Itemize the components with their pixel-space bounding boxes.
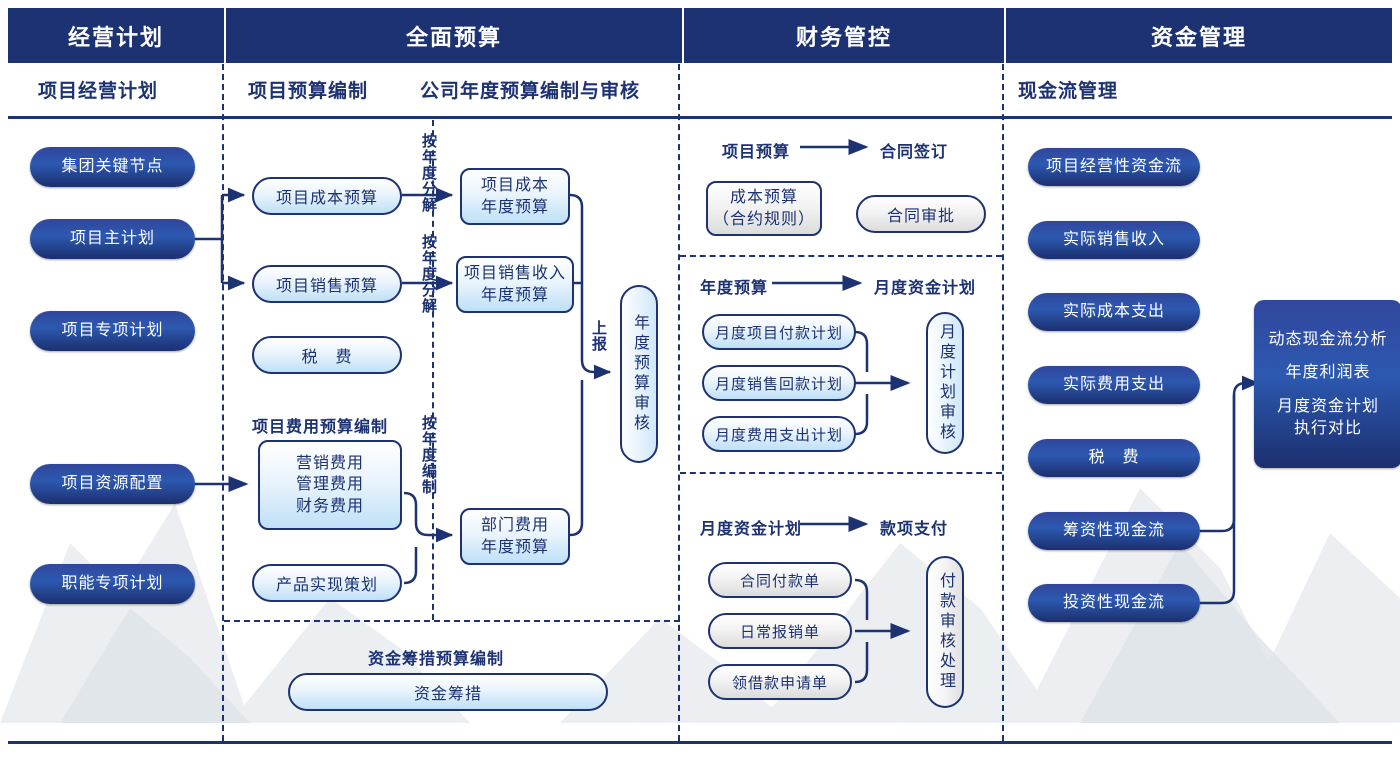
- header-bar: 经营计划 全面预算 财务管控 资金管理: [8, 8, 1392, 63]
- cost-budget-line2: （合约规则）: [712, 210, 815, 228]
- pill-actual-expense-expenditure[interactable]: 实际费用支出: [1028, 366, 1200, 404]
- fc-s3-to-label: 款项支付: [880, 521, 949, 538]
- pill-product-realization-planning[interactable]: 产品实现策划: [252, 564, 402, 602]
- header-split-2: [678, 8, 680, 63]
- pill-financing[interactable]: 资金筹措: [288, 673, 608, 711]
- pill-actual-cost-expenditure[interactable]: 实际成本支出: [1028, 293, 1200, 331]
- pill-project-master-plan[interactable]: 项目主计划: [30, 219, 195, 259]
- pill-actual-sales-revenue[interactable]: 实际销售收入: [1028, 221, 1200, 259]
- vpill-payment-review-process[interactable]: 付款审核处理: [926, 556, 964, 708]
- vlabel-annual-compilation: 按年度编制: [420, 415, 437, 495]
- subheader-cashflow-management: 现金流管理: [1018, 81, 1119, 102]
- expense-line-marketing: 营销费用: [295, 454, 364, 472]
- analysis-line-execution-compare: 执行对比: [1293, 419, 1362, 437]
- column-separator-2: [432, 120, 434, 620]
- caption-project-expense-budget: 项目费用预算编制: [252, 419, 389, 436]
- pill-monthly-expense-payment-plan[interactable]: 月度费用支出计划: [702, 416, 856, 452]
- pill-function-special-plan[interactable]: 职能专项计划: [30, 564, 195, 604]
- pill-project-operating-cashflow[interactable]: 项目经营性资金流: [1028, 148, 1200, 186]
- pill-tax-fee-budget[interactable]: 税 费: [252, 336, 402, 374]
- pill-contract-approval[interactable]: 合同审批: [856, 195, 986, 233]
- vlabel-annual-decomposition-2: 按年度分解: [420, 234, 437, 314]
- pill-project-cost-budget[interactable]: 项目成本预算: [252, 177, 402, 215]
- analysis-line-monthly-fund-plan: 月度资金计划: [1276, 398, 1379, 415]
- header-cell-fund-management[interactable]: 资金管理: [1006, 8, 1392, 63]
- pill-financing-cashflow[interactable]: 筹资性现金流: [1028, 512, 1200, 550]
- expense-line-admin: 管理费用: [295, 476, 364, 494]
- fc-s2-to-label: 月度资金计划: [874, 280, 977, 297]
- box-dynamic-cashflow-analysis[interactable]: 动态现金流分析 年度利润表 月度资金计划 执行对比: [1254, 300, 1400, 468]
- finance-section-separator-2: [680, 472, 1002, 474]
- box-dept-expense-annual-budget[interactable]: 部门费用 年度预算: [460, 508, 570, 565]
- box-cost-budget-contract-rule[interactable]: 成本预算 （合约规则）: [706, 181, 822, 236]
- cost-annual-line1: 项目成本: [480, 176, 549, 194]
- pill-daily-reimbursement-form[interactable]: 日常报销单: [708, 613, 852, 649]
- pill-investment-cashflow[interactable]: 投资性现金流: [1028, 584, 1200, 622]
- column-separator-4: [1002, 64, 1004, 741]
- vlabel-annual-decomposition-1: 按年度分解: [420, 133, 437, 213]
- pill-project-resource-allocation[interactable]: 项目资源配置: [30, 464, 195, 504]
- box-expense-budget[interactable]: 营销费用 管理费用 财务费用: [258, 440, 402, 530]
- pill-monthly-project-payment-plan[interactable]: 月度项目付款计划: [702, 314, 856, 350]
- fc-s2-from-label: 年度预算: [700, 280, 769, 297]
- expense-line-financial: 财务费用: [295, 497, 364, 515]
- analysis-line-annual-profit: 年度利润表: [1285, 364, 1371, 382]
- box-project-cost-annual-budget[interactable]: 项目成本 年度预算: [460, 168, 570, 225]
- subheader-company-annual-budget: 公司年度预算编制与审核: [420, 81, 641, 102]
- pill-loan-application-form[interactable]: 领借款申请单: [708, 664, 852, 700]
- vlabel-submit-upward: 上报: [590, 320, 607, 352]
- header-cell-finance-control[interactable]: 财务管控: [684, 8, 1006, 63]
- vpill-annual-budget-review[interactable]: 年度预算审核: [620, 285, 658, 463]
- pill-monthly-sales-collection-plan[interactable]: 月度销售回款计划: [702, 365, 856, 401]
- vpill-monthly-plan-review[interactable]: 月度计划审核: [926, 312, 964, 454]
- sales-annual-line1: 项目销售收入: [463, 264, 566, 282]
- pill-contract-payment-form[interactable]: 合同付款单: [708, 562, 852, 598]
- cost-budget-line1: 成本预算: [729, 188, 798, 206]
- caption-financing-budget: 资金筹措预算编制: [368, 651, 505, 668]
- dept-annual-line2: 年度预算: [480, 538, 549, 556]
- fc-s1-from-label: 项目预算: [722, 144, 791, 161]
- subheader-project-budget: 项目预算编制: [248, 81, 369, 102]
- footer-divider-rule: [8, 741, 1392, 744]
- sales-annual-line2: 年度预算: [480, 286, 549, 304]
- fc-s1-to-label: 合同签订: [880, 144, 949, 161]
- finance-section-separator-1: [680, 255, 1002, 257]
- subheader-bar: 项目经营计划 项目预算编制 公司年度预算编制与审核 现金流管理: [8, 63, 1392, 116]
- analysis-line-dynamic-cashflow: 动态现金流分析: [1268, 330, 1388, 348]
- pill-group-key-milestone[interactable]: 集团关键节点: [30, 147, 195, 187]
- header-cell-business-plan[interactable]: 经营计划: [8, 8, 226, 63]
- pill-tax-fee-fund[interactable]: 税 费: [1028, 439, 1200, 477]
- subheader-project-business-plan: 项目经营计划: [38, 81, 159, 102]
- header-split-3: [1002, 8, 1004, 63]
- budget-financing-separator: [224, 620, 680, 622]
- box-project-sales-annual-budget[interactable]: 项目销售收入 年度预算: [456, 256, 574, 313]
- column-separator-1: [222, 64, 224, 741]
- header-divider-rule: [8, 116, 1392, 119]
- pill-project-special-plan[interactable]: 项目专项计划: [30, 311, 195, 351]
- column-separator-3: [678, 64, 680, 741]
- header-cell-full-budget[interactable]: 全面预算: [226, 8, 684, 63]
- pill-project-sales-budget[interactable]: 项目销售预算: [252, 265, 402, 303]
- cost-annual-line2: 年度预算: [480, 198, 549, 216]
- fc-s3-from-label: 月度资金计划: [700, 521, 803, 538]
- dept-annual-line1: 部门费用: [480, 516, 549, 534]
- header-split-1: [222, 8, 224, 63]
